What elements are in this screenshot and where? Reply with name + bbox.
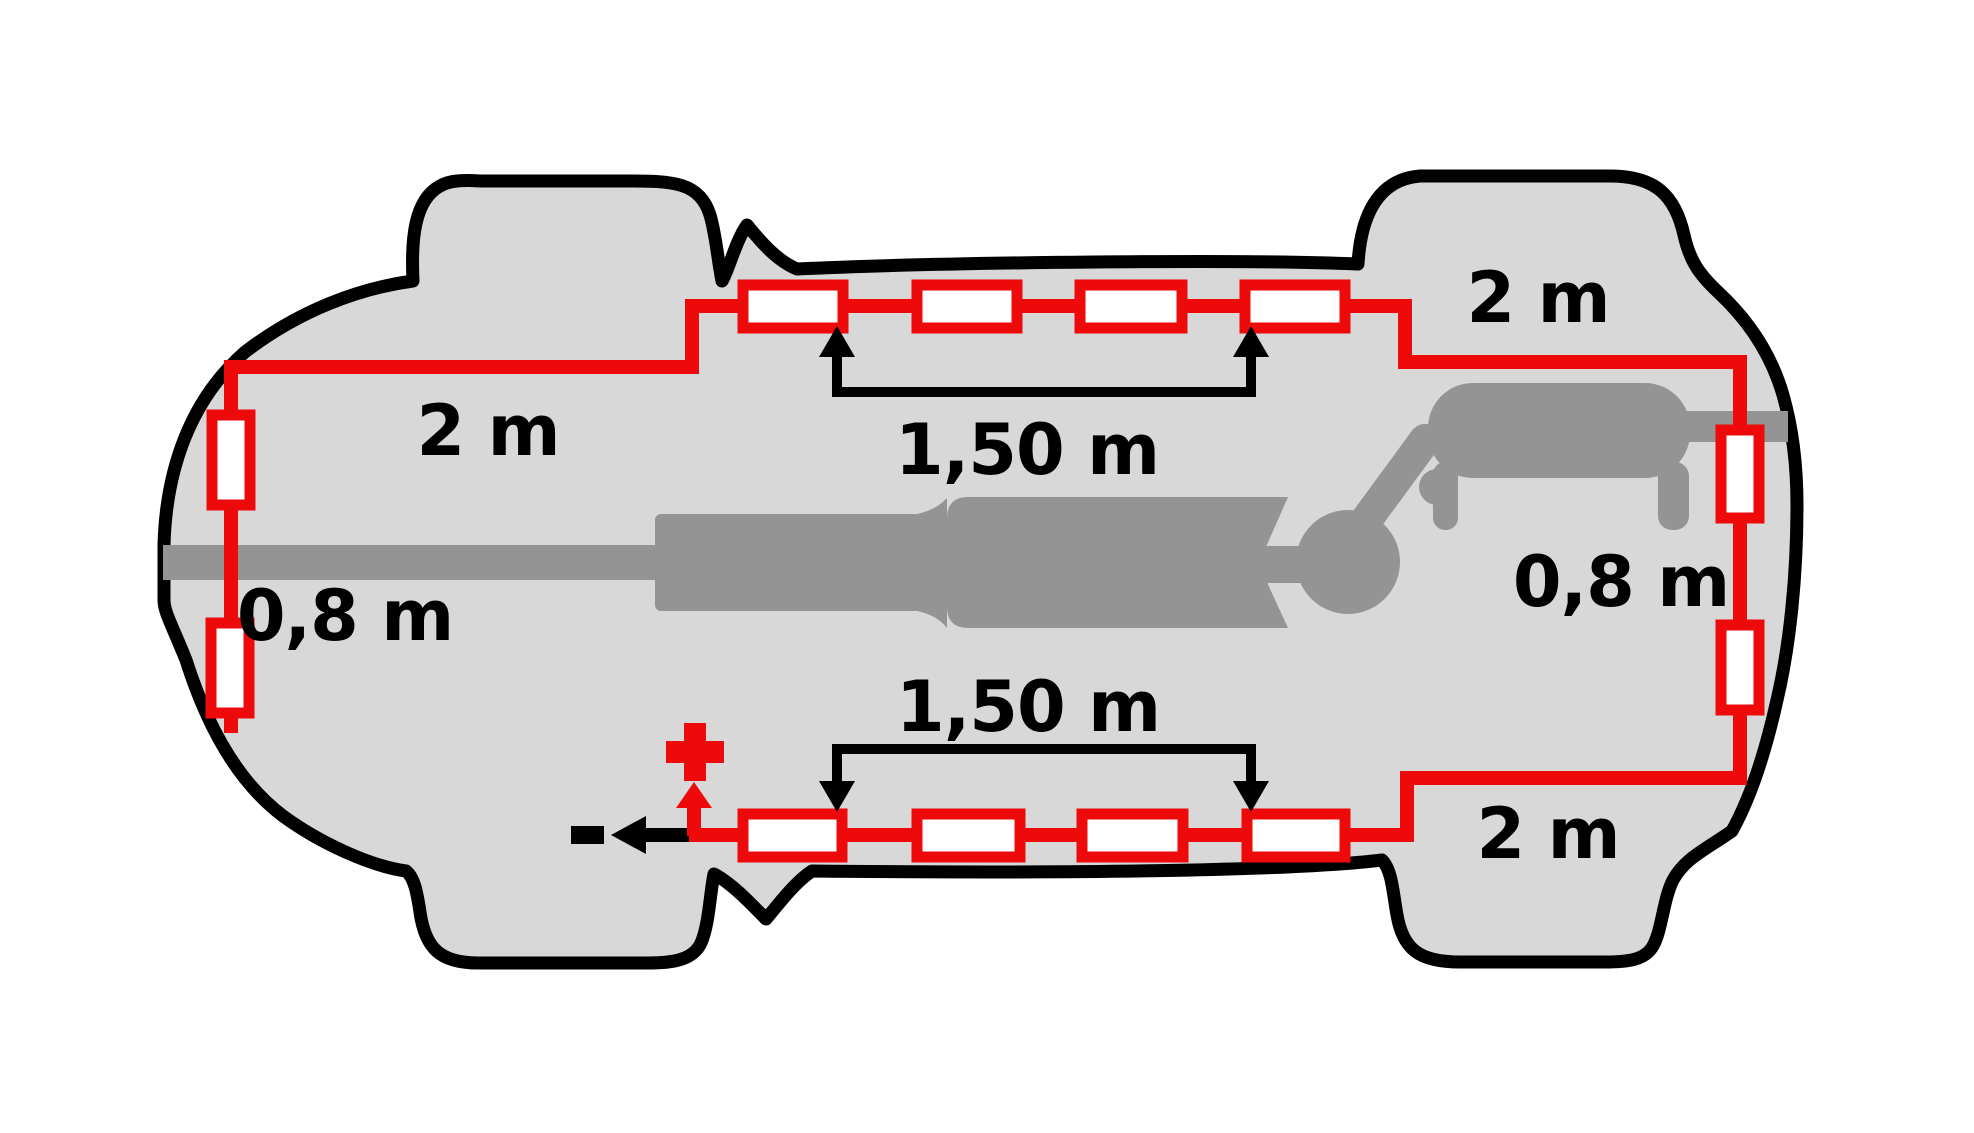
suppressor-elements-left bbox=[205, 409, 256, 719]
dimension-bottom bbox=[819, 744, 1269, 812]
arrow-up-icon bbox=[819, 326, 855, 357]
dimension-top bbox=[819, 326, 1269, 397]
plus-terminal bbox=[666, 723, 724, 836]
gearbox-block bbox=[655, 514, 921, 611]
arrow-down-icon bbox=[1233, 781, 1269, 812]
arrow-left-icon bbox=[611, 816, 646, 854]
arrow-down-icon bbox=[819, 781, 855, 812]
drum-leg-right bbox=[1658, 462, 1689, 530]
label-top-left-length: 2 m bbox=[416, 390, 560, 472]
label-right-height: 0,8 m bbox=[1512, 541, 1730, 623]
suppressor-elements-right bbox=[1715, 424, 1765, 716]
suppressor-element bbox=[737, 808, 848, 863]
label-top-right-length: 2 m bbox=[1466, 257, 1610, 339]
plus-icon-vbar bbox=[684, 723, 706, 781]
suppressor-element bbox=[1241, 808, 1351, 863]
suppressor-element bbox=[1074, 279, 1188, 334]
arrow-up-icon bbox=[1233, 326, 1269, 357]
suppressor-element bbox=[1076, 808, 1189, 863]
dimension-bracket bbox=[832, 352, 1256, 397]
suppressor-elements-top bbox=[737, 279, 1351, 334]
taper-joint bbox=[917, 498, 947, 628]
drivetrain-silhouette bbox=[163, 383, 1788, 628]
suppressor-element bbox=[1715, 424, 1765, 524]
suppressor-element bbox=[1715, 619, 1765, 716]
label-bottom-right-length: 2 m bbox=[1476, 793, 1620, 875]
suppressor-element bbox=[911, 808, 1026, 863]
arrow-up-icon bbox=[676, 782, 712, 808]
minus-terminal bbox=[571, 816, 689, 854]
label-bottom-wire-span: 1,50 m bbox=[895, 666, 1161, 748]
suppressor-element bbox=[737, 279, 849, 334]
suppressor-element bbox=[911, 279, 1023, 334]
suppressor-element bbox=[205, 617, 255, 719]
diagonal-arm bbox=[1332, 424, 1441, 561]
suppressor-element bbox=[1239, 279, 1351, 334]
minus-icon bbox=[571, 826, 604, 844]
suppressor-elements-bottom bbox=[737, 808, 1351, 863]
label-left-height: 0,8 m bbox=[236, 575, 454, 657]
mid-muffler bbox=[947, 497, 1288, 628]
front-driveshaft bbox=[163, 545, 658, 580]
dimension-bracket bbox=[832, 744, 1256, 786]
wire-loop-path bbox=[224, 299, 1747, 842]
rear-drum bbox=[1428, 383, 1690, 478]
plus-arrow-stem bbox=[687, 804, 701, 836]
suppressor-element bbox=[206, 409, 256, 511]
drum-leg-left bbox=[1433, 462, 1458, 530]
label-top-wire-span: 1,50 m bbox=[894, 409, 1160, 491]
